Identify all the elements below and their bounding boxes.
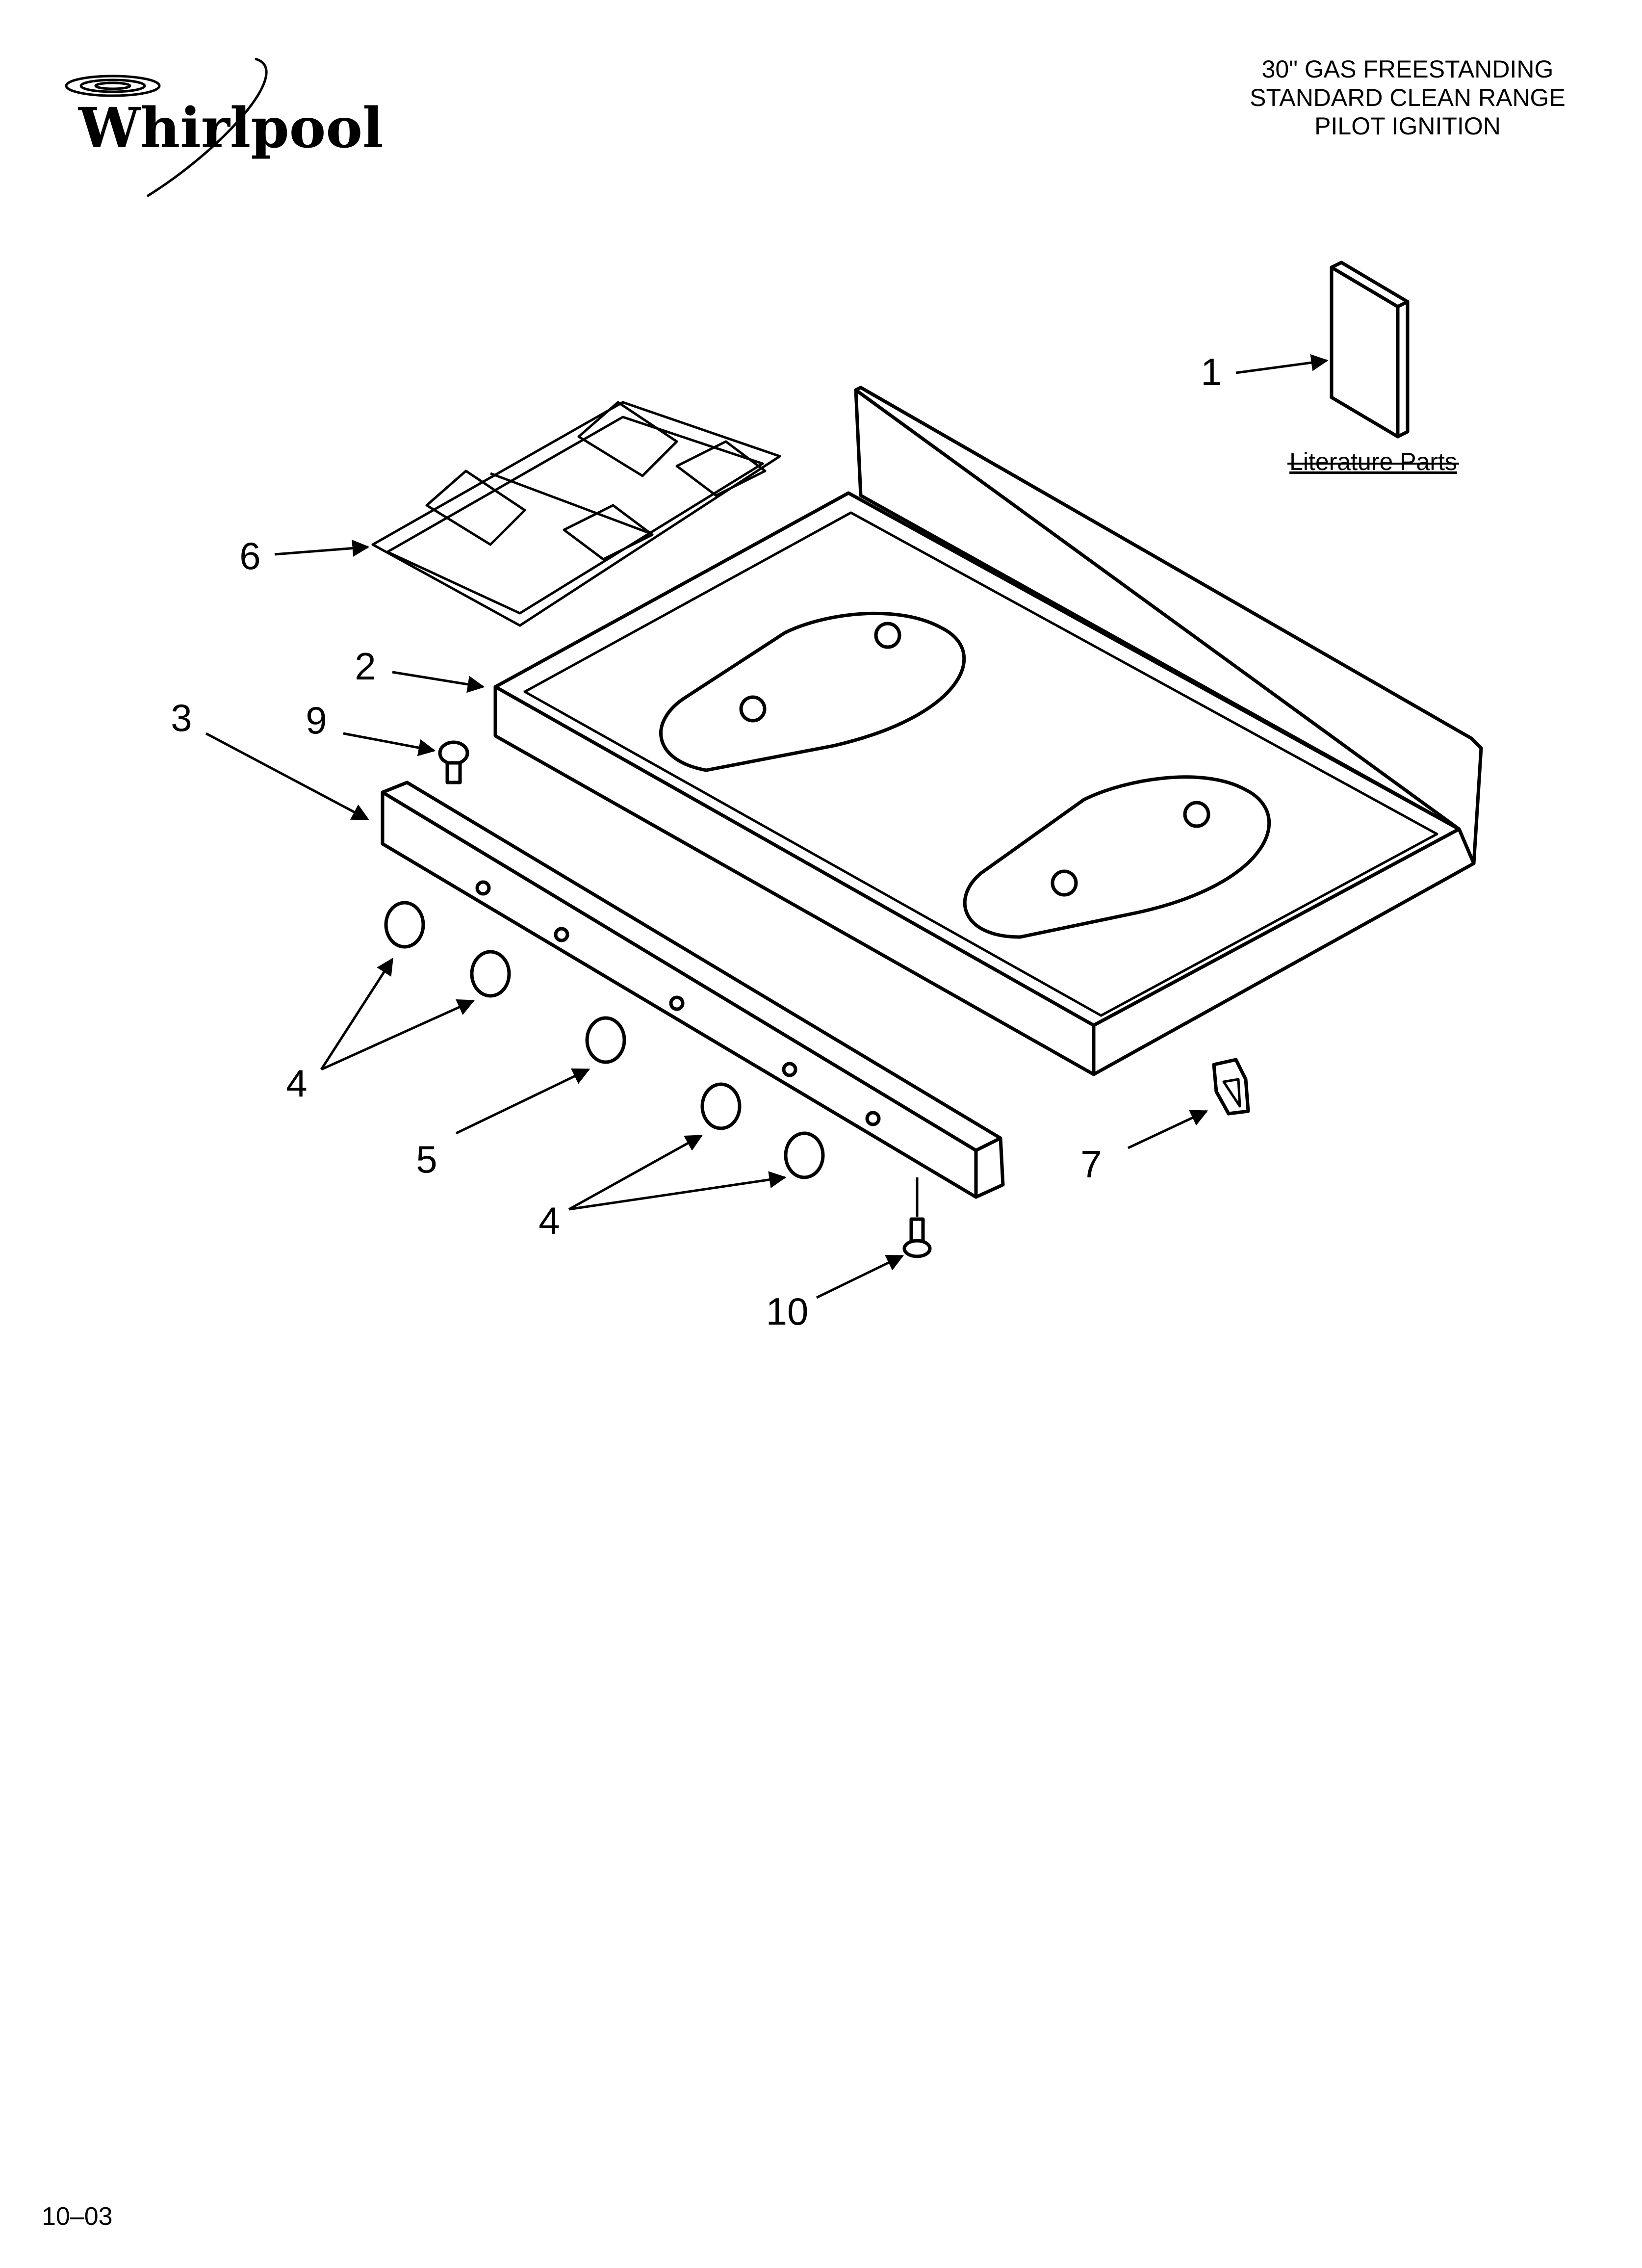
- control-knobs: [384, 901, 825, 1179]
- whirlpool-logo: Whirlpool: [65, 57, 384, 198]
- date-code: 10–03: [42, 2202, 113, 2231]
- manifold-panel-part: [381, 781, 1005, 1199]
- title-line-3: PILOT IGNITION: [1314, 112, 1501, 140]
- brand-name: Whirlpool: [78, 96, 384, 160]
- title-line-2: STANDARD CLEAN RANGE: [1250, 84, 1565, 111]
- literature-part: Literature Parts: [1287, 261, 1459, 475]
- callout-9: 9: [306, 699, 327, 742]
- title-block: 30" GAS FREESTANDING STANDARD CLEAN RANG…: [1250, 55, 1565, 140]
- screw-part: [902, 1177, 932, 1258]
- callout-7: 7: [1080, 1143, 1102, 1186]
- literature-parts-label: Literature Parts: [1289, 448, 1457, 475]
- callout-labels: 1 2 3 4 4 5 6 7 9 10: [171, 350, 1222, 1333]
- callout-10: 10: [766, 1290, 809, 1333]
- callout-4-left: 4: [286, 1062, 307, 1105]
- callout-6: 6: [239, 534, 260, 577]
- callout-2: 2: [355, 645, 376, 688]
- callout-5: 5: [416, 1138, 437, 1181]
- grate-part: [371, 401, 781, 627]
- callout-4-right: 4: [539, 1199, 560, 1242]
- leader-lines: [205, 354, 1329, 1299]
- clip-part: [1212, 1058, 1250, 1116]
- title-line-1: 30" GAS FREESTANDING: [1262, 55, 1554, 83]
- thumb-screw-part: [438, 740, 469, 784]
- cooktop-part: [493, 386, 1483, 1076]
- callout-3: 3: [171, 696, 192, 739]
- callout-1: 1: [1201, 350, 1222, 393]
